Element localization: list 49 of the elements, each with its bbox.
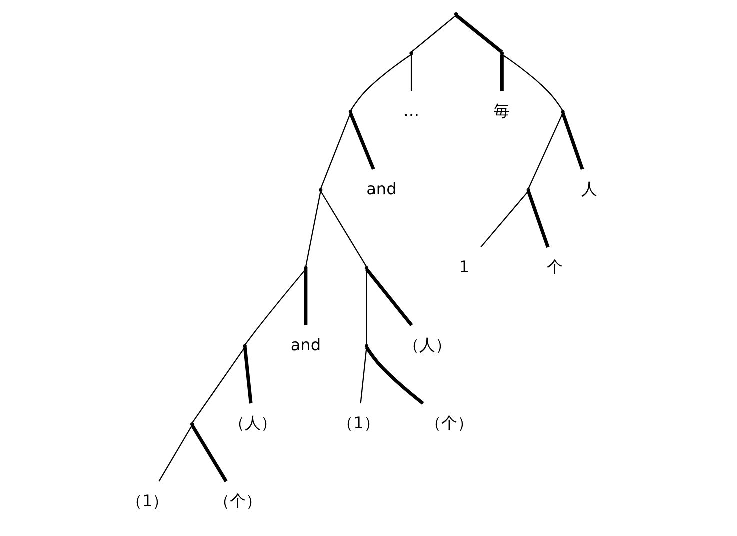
node-text: 个 (546, 257, 563, 276)
connector (305, 191, 322, 267)
connector (349, 112, 376, 170)
node-text: （个） (425, 414, 474, 433)
node-text: （1） (126, 492, 169, 511)
node-point (348, 110, 353, 114)
node-point (410, 52, 414, 56)
connector (366, 268, 414, 327)
connector (410, 54, 412, 92)
connector (350, 54, 412, 112)
node-text: 1 (459, 257, 470, 276)
node-text: and (366, 179, 397, 198)
node-text: 人 (581, 179, 598, 198)
node-point (561, 110, 565, 114)
connector (500, 54, 504, 92)
node-point (304, 266, 308, 270)
node-text: and (290, 335, 322, 354)
connector (455, 14, 504, 54)
connector (304, 270, 308, 326)
connector (320, 191, 368, 268)
node-text: （个） (214, 492, 262, 511)
connector (561, 112, 584, 170)
connector (244, 269, 306, 346)
node-text: （1） (338, 414, 380, 433)
node-point (319, 188, 323, 192)
connector (366, 270, 368, 345)
connector (527, 190, 550, 248)
node-point (364, 344, 369, 348)
node-point (526, 188, 530, 192)
node-text: （人） (404, 335, 452, 354)
node-point (364, 266, 369, 270)
connector (480, 191, 529, 248)
connector (502, 54, 564, 112)
connector (243, 347, 253, 404)
connector (528, 113, 564, 190)
connector (360, 348, 368, 404)
connector (190, 424, 228, 482)
node-point (500, 52, 504, 56)
node-text: … (404, 101, 420, 120)
connector (192, 347, 246, 424)
node-point (454, 12, 458, 16)
node-text: （人） (229, 414, 278, 433)
node-point (190, 422, 194, 426)
node-text: 毎 (494, 101, 510, 120)
connector (158, 425, 193, 482)
node-point (243, 344, 247, 348)
connector (320, 113, 352, 189)
connector (365, 346, 424, 405)
connector (411, 15, 457, 53)
